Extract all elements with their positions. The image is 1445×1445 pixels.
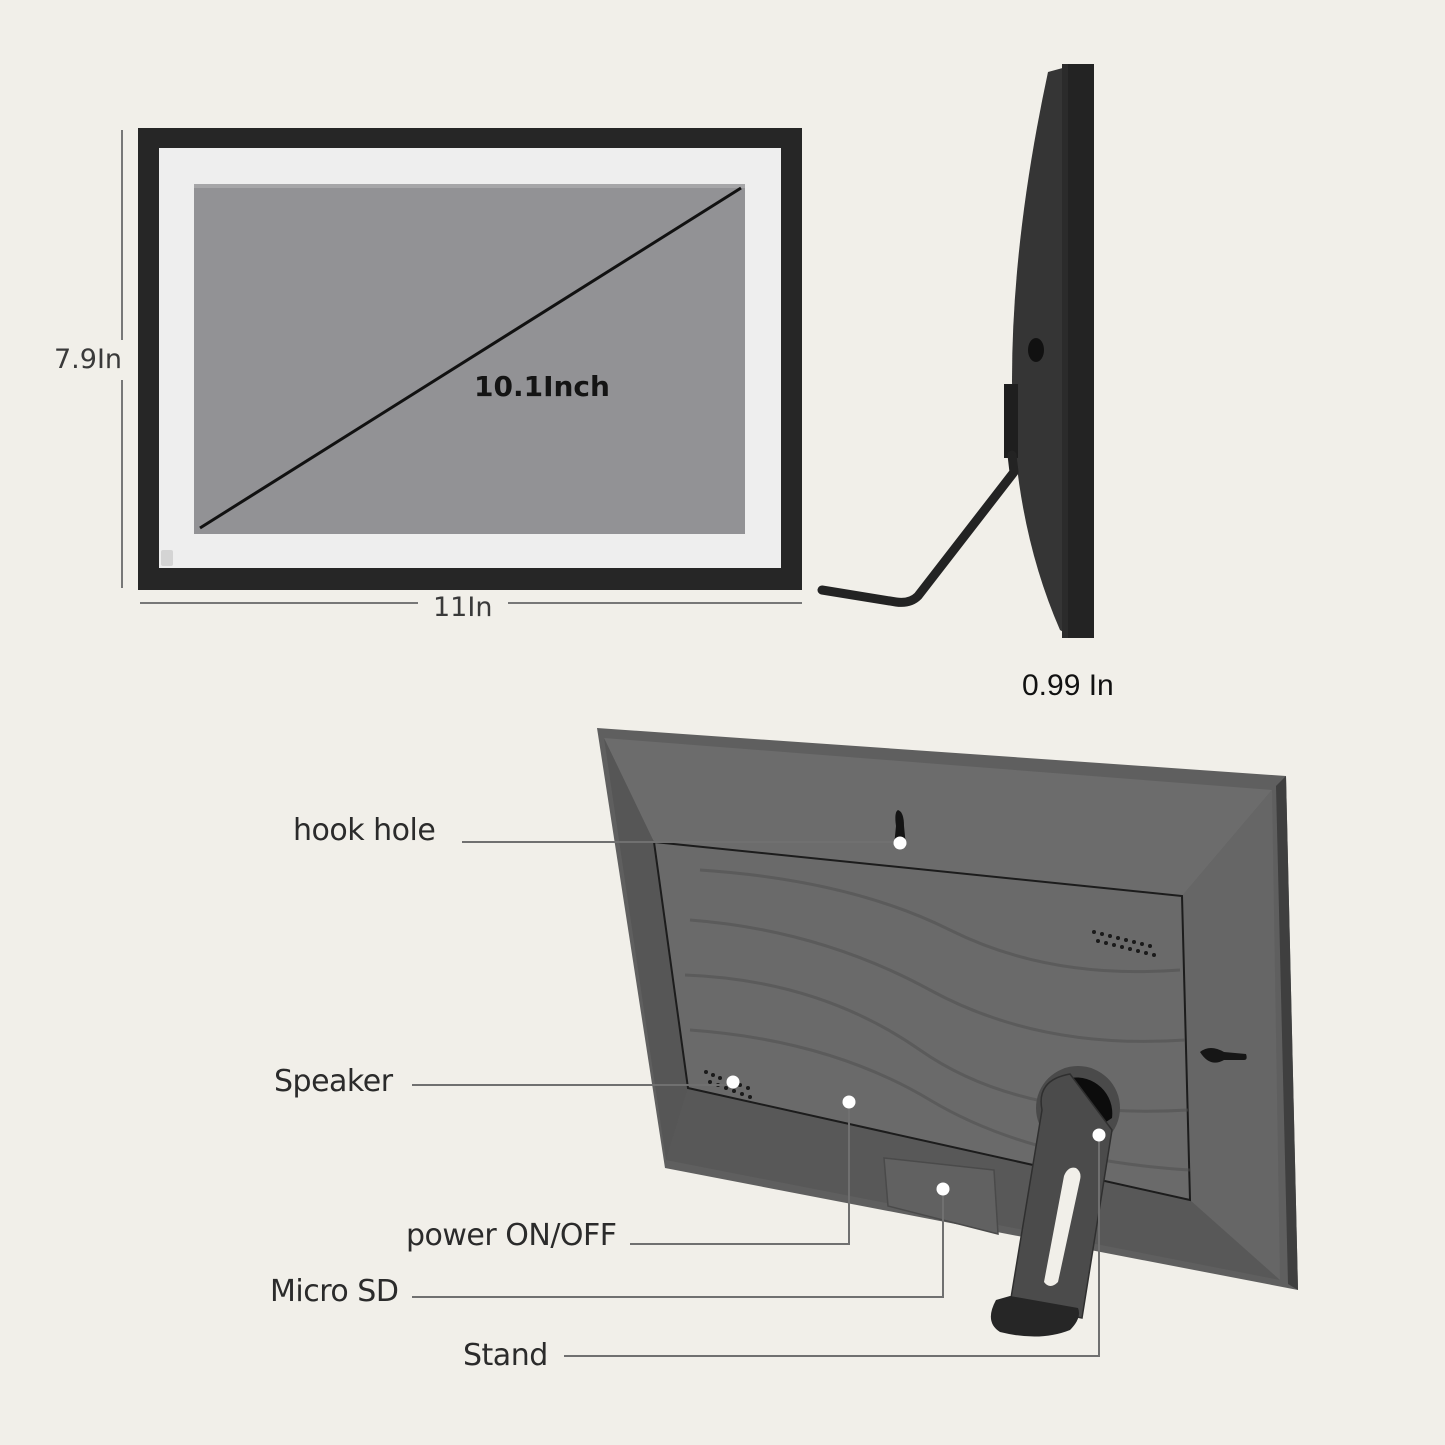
diagonal-line (199, 186, 742, 530)
side-edge (1062, 64, 1068, 638)
leader-stand (564, 1135, 1100, 1357)
stand-slot (1044, 1167, 1081, 1286)
width-label: 11In (433, 592, 493, 623)
back-frame-edge (1276, 776, 1298, 1290)
callout-power: power ON/OFF (406, 1218, 617, 1253)
micro-sd-cover (883, 1157, 999, 1235)
back-bevel-left (604, 738, 688, 1160)
dot-hook-hole (893, 836, 907, 850)
leader-power (630, 1102, 850, 1245)
height-label: 7.9In (54, 344, 123, 375)
dot-power (842, 1095, 856, 1109)
callout-speaker: Speaker (274, 1064, 393, 1099)
side-front-face (1066, 64, 1094, 638)
screen-top-highlight (194, 184, 745, 188)
callout-hook-hole: hook hole (293, 813, 436, 848)
callout-dots (726, 836, 1106, 1196)
back-bevel-right (1182, 790, 1280, 1280)
side-hook-hole (1028, 338, 1044, 362)
leader-micro-sd (412, 1189, 944, 1298)
dot-micro-sd (936, 1182, 950, 1196)
callout-stand: Stand (463, 1338, 548, 1373)
stand-foot (990, 1296, 1079, 1337)
side-stand-mount (1004, 384, 1018, 458)
diagonal-label: 10.1Inch (474, 370, 610, 403)
side-stand (817, 450, 1019, 607)
callout-micro-sd: Micro SD (270, 1274, 399, 1309)
dot-stand (1092, 1128, 1106, 1142)
leader-lines (412, 841, 1100, 1357)
back-bevel-top (604, 738, 1272, 896)
light-sensor (161, 550, 173, 566)
dot-speaker (726, 1075, 740, 1089)
depth-label: 0.99 In (1022, 669, 1114, 702)
hook-hole-side (1200, 1048, 1247, 1063)
speaker-grill-right (1092, 930, 1156, 957)
